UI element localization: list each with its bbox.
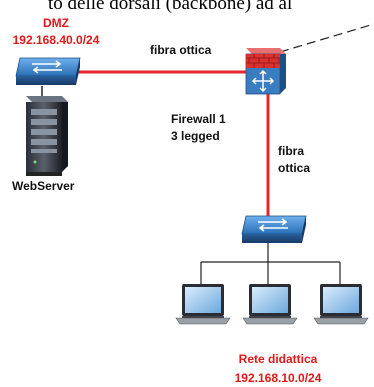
rete-subnet: 192.168.10.0/24 <box>234 371 322 385</box>
laptop-icon <box>313 284 369 325</box>
switch-icon <box>241 215 307 243</box>
fiber-links <box>78 70 270 222</box>
fiber-label-horizontal: fibra ottica <box>150 43 212 57</box>
firewall-icon <box>245 48 286 95</box>
switch-icon <box>15 57 81 85</box>
laptop-icon <box>242 284 298 325</box>
dashed-link <box>279 23 374 53</box>
dmz-subnet: 192.168.40.0/24 <box>12 33 100 47</box>
rete-title: Rete didattica <box>238 352 318 366</box>
lan-tree <box>200 240 341 286</box>
dmz-title: DMZ <box>43 16 69 30</box>
server-icon <box>26 96 68 176</box>
fiber-label-vertical-1: fibra <box>278 144 305 158</box>
firewall-label-line1: Firewall 1 <box>171 112 226 126</box>
fiber-label-vertical-2: ottica <box>278 161 311 175</box>
firewall-label-line2: 3 legged <box>171 129 220 143</box>
webserver-label: WebServer <box>12 179 75 193</box>
laptop-icon <box>175 284 231 325</box>
header-text: to delle dorsali (backbone) ad al <box>48 0 293 14</box>
